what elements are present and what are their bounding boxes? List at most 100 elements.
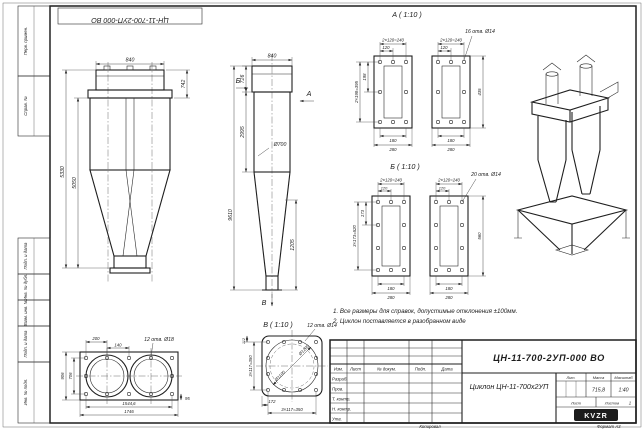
- tb-row-prov: Пров.: [332, 387, 343, 392]
- view-a-dim-chain-1: 2×120=240: [381, 38, 404, 43]
- view-b: Б ( 1:10 ) 2×120=240 120 2×120=240 120: [352, 162, 501, 300]
- tb-listov-value: 1: [629, 401, 632, 406]
- tb-listov-label: Листов: [604, 401, 619, 406]
- view-v-dim-d1100: Ø1100: [273, 369, 287, 383]
- side-dim-d700: Ø700: [273, 142, 287, 148]
- tb-mass-value: 715,8: [592, 388, 605, 394]
- view-b-dim-chain-v: 3×173=520: [352, 225, 357, 247]
- view-v-dim-112: 112: [241, 337, 246, 344]
- view-a-dim-180-1: 180: [389, 138, 397, 143]
- section-arrow-v-label: В: [262, 298, 267, 307]
- tb-row-nkontr: Н. контр.: [332, 407, 351, 412]
- bottom-margin: Копировал Формат А3: [419, 424, 621, 429]
- tb-mass-label: Масса: [593, 375, 605, 380]
- view-b-dim-280-2: 280: [444, 295, 453, 300]
- view-a-dim-280-1: 280: [388, 147, 397, 152]
- company-logo-text: KVZR: [584, 411, 608, 420]
- tb-scale-label: Масштаб: [614, 375, 633, 380]
- frame-label-inv-podl: Инв. № подл.: [23, 379, 28, 406]
- view-b-dim-chain-1: 2×120=240: [379, 178, 402, 183]
- tb-product-name: Циклон ЦН-11-700х2УП: [470, 382, 549, 391]
- front-dim-5050: 5050: [72, 177, 78, 189]
- view-b-dim-560: 560: [477, 232, 482, 240]
- tb-row-razrab: Разраб.: [332, 377, 348, 382]
- top-doc-number: ЦН-11-700-2УП-000 ВО: [91, 16, 169, 25]
- view-v-dim-172: 172: [268, 399, 276, 404]
- tb-row-tkontr: Т. контр.: [332, 397, 351, 402]
- bottom-dim-1544: 1544,6: [122, 401, 136, 406]
- view-a-holes: [377, 59, 466, 125]
- view-a-dim-435: 435: [477, 88, 482, 96]
- tb-col-izm: Изм.: [334, 367, 343, 372]
- title-block: Изм. Лист № докум. Подп. Дата Разраб. Пр…: [329, 339, 637, 424]
- front-dim-840: 840: [126, 58, 135, 64]
- view-a-dim-chain-v: 2×198=395: [354, 81, 359, 104]
- side-dim-726: 726: [240, 75, 246, 84]
- view-v-dim-chain-v: 3×117=350: [248, 355, 253, 377]
- bottom-dim-95: 95: [185, 396, 190, 401]
- section-arrow-b-label: Б: [236, 76, 241, 85]
- view-b-holes-note: 20 отв. Ø14: [470, 172, 501, 178]
- frame-label-perv-primen: Перв. примен.: [23, 27, 28, 56]
- view-a-dim-280-2: 280: [446, 147, 455, 152]
- isometric-view: [514, 54, 630, 256]
- view-v-holes-note: 12 отв. Ø14: [307, 323, 337, 329]
- view-b-holes: [375, 200, 464, 272]
- bottom-holes-note: 12 отв. Ø18: [144, 337, 174, 343]
- bottom-dim-140: 140: [114, 343, 122, 348]
- view-a-holes-note: 16 отв. Ø14: [465, 29, 495, 35]
- bottom-dim-1746: 1746: [124, 409, 134, 414]
- view-v-dim-chain-h: 3×117=350: [281, 407, 303, 412]
- side-view: 840 726 2995 9610 1205 Ø700 Б А В: [228, 54, 314, 307]
- bottom-plan-view: 200 140 12 отв. Ø18 706 906 1544,6 1746 …: [60, 336, 190, 417]
- side-dim-2995: 2995: [240, 126, 246, 139]
- view-a-dim-120-2: 120: [440, 45, 448, 50]
- frame-label-podp-data-1: Подп. и дата: [23, 242, 28, 270]
- view-v-title: В ( 1:10 ): [263, 320, 293, 329]
- view-a: А ( 1:10 ) 2×120=240 120 2×120=240 120 1…: [354, 10, 495, 152]
- frame-label-inv-dubl: Инв. № дубл.: [23, 274, 28, 300]
- view-a-dim-120-1: 120: [382, 45, 390, 50]
- bottom-dim-200: 200: [91, 336, 100, 341]
- front-dim-5330: 5330: [60, 166, 66, 178]
- tb-doc-number: ЦН-11-700-2УП-000 ВО: [493, 353, 605, 363]
- side-dim-840: 840: [268, 54, 277, 60]
- view-a-dim-198: 198: [362, 73, 367, 81]
- format-label: Формат А3: [597, 424, 621, 429]
- tb-scale-value: 1:40: [618, 388, 628, 394]
- tb-lit-label: Лит.: [565, 375, 575, 380]
- front-view: 840 742 5050 5330: [60, 58, 190, 282]
- side-dim-9610: 9610: [228, 209, 234, 221]
- company-logo: [574, 409, 618, 421]
- view-v: В ( 1:10 ) 12 отв. Ø14 Ø1200 Ø1100 3×117…: [241, 320, 337, 415]
- view-v-holes: [266, 340, 318, 392]
- view-b-dim-180-1: 180: [387, 286, 395, 291]
- front-dim-742: 742: [181, 80, 187, 89]
- view-a-dim-180-2: 180: [447, 138, 455, 143]
- top-inverted-stamp: ЦН-11-700-2УП-000 ВО: [57, 7, 203, 25]
- frame-label-vzam-inv: Взам. инв. №: [23, 299, 28, 326]
- tb-col-podp: Подп.: [415, 367, 426, 372]
- tb-list-label: Лист: [570, 401, 582, 406]
- tb-col-list: Лист: [349, 367, 361, 372]
- technical-notes: 1. Все размеры для справок, допустимые о…: [332, 308, 518, 325]
- view-b-dim-280-1: 280: [386, 295, 395, 300]
- note-line-1: 1. Все размеры для справок, допустимые о…: [333, 308, 518, 315]
- note-line-2: 2. Циклон поставляется в разобранном вид…: [332, 318, 466, 325]
- view-b-dim-chain-2: 2×120=240: [437, 178, 460, 183]
- frame-label-sprav: Справ. №: [23, 96, 28, 116]
- view-b-title: Б ( 1:10 ): [390, 162, 419, 171]
- view-b-dim-180-2: 180: [445, 286, 453, 291]
- kopiroval-label: Копировал: [419, 424, 441, 429]
- view-a-dim-chain-2: 2×120=240: [439, 38, 462, 43]
- left-stamp-column: Перв. примен. Справ. № Подп. и дата Инв.…: [17, 5, 51, 424]
- side-dim-1205: 1205: [290, 239, 296, 251]
- view-b-dim-120-2: 120: [439, 186, 446, 191]
- bottom-dim-706: 706: [68, 372, 73, 380]
- tb-col-data: Дата: [440, 367, 453, 372]
- frame-label-podp-data-2: Подп. и дата: [23, 330, 28, 358]
- view-b-dim-173: 173: [360, 209, 365, 217]
- section-arrow-a-label: А: [306, 89, 312, 98]
